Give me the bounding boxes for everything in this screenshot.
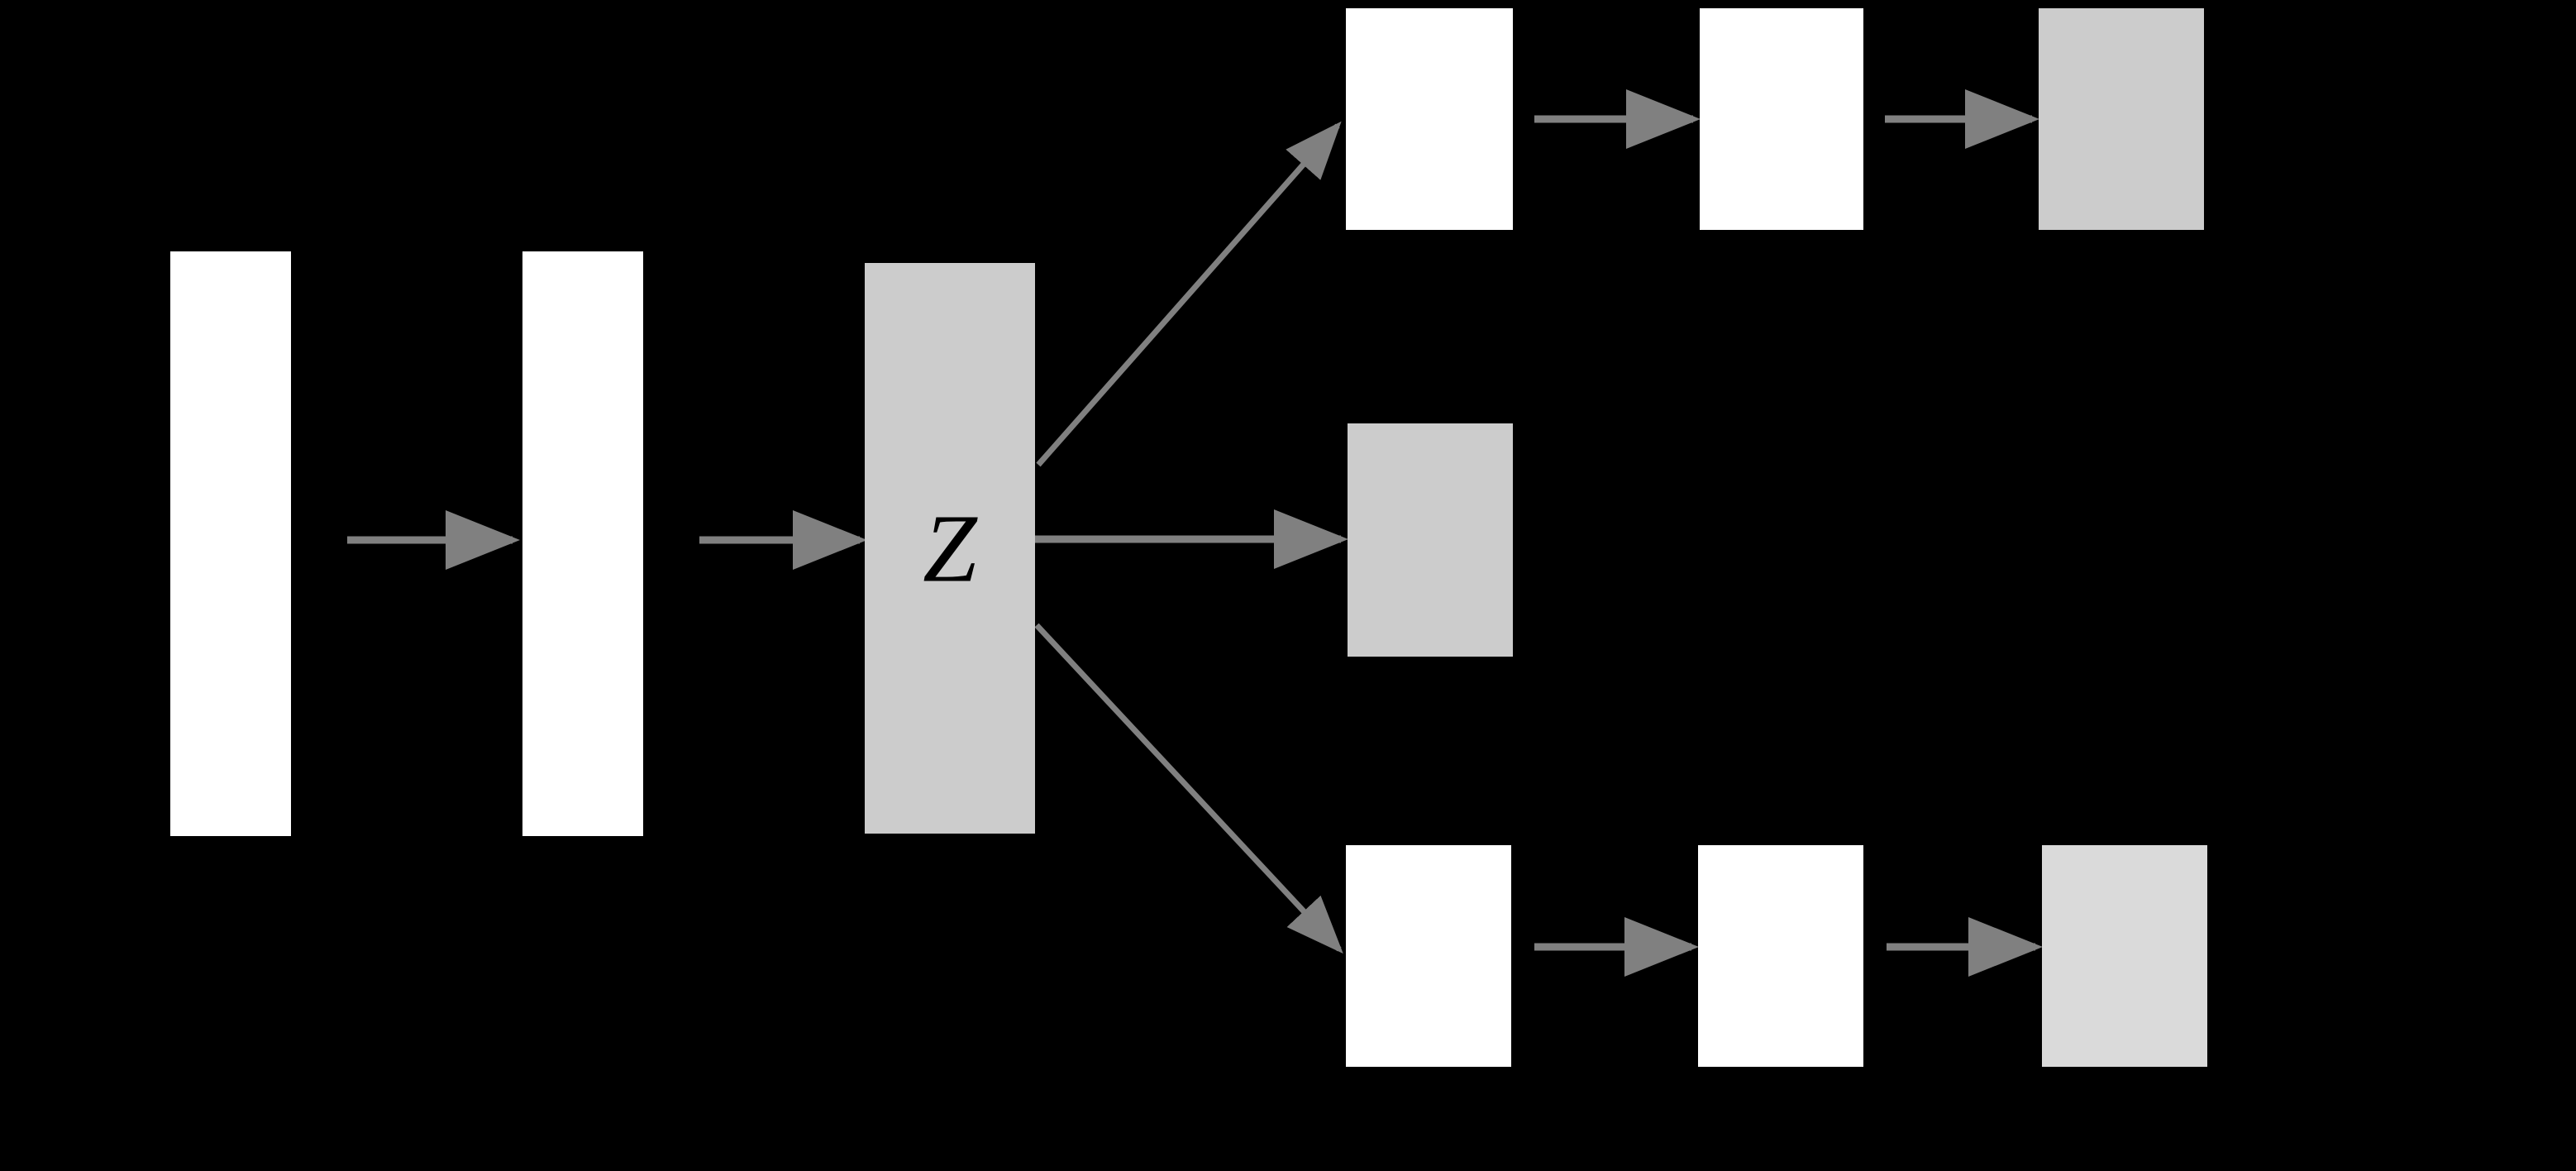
top-block-3[interactable] bbox=[2039, 8, 2204, 230]
bottom-block-1[interactable] bbox=[1346, 845, 1511, 1067]
encoder-block-1[interactable] bbox=[170, 251, 291, 836]
latent-block-z-rect bbox=[865, 263, 1035, 834]
latent-block-z-label: Z bbox=[923, 495, 978, 603]
encoder-stack: Z bbox=[170, 251, 1035, 836]
bottom-branch bbox=[1346, 845, 2207, 1067]
top-block-2[interactable] bbox=[1700, 8, 1863, 230]
arrows-layer bbox=[347, 89, 2043, 977]
middle-block-1[interactable] bbox=[1348, 423, 1513, 657]
bottom-block-3-rect bbox=[2042, 845, 2207, 1067]
middle-block-1-rect bbox=[1348, 423, 1513, 657]
arrow-z-to-bottom-branch bbox=[1034, 623, 1343, 954]
encoder-block-1-rect bbox=[170, 251, 291, 836]
top-block-3-rect bbox=[2039, 8, 2204, 230]
bottom-block-3[interactable] bbox=[2042, 845, 2207, 1067]
top-block-1-rect bbox=[1346, 8, 1513, 230]
top-block-1[interactable] bbox=[1346, 8, 1513, 230]
encoder-block-2[interactable] bbox=[522, 251, 643, 836]
bottom-block-2-rect bbox=[1698, 845, 1863, 1067]
top-branch bbox=[1346, 8, 2204, 230]
nodes-layer: Z bbox=[170, 8, 2207, 1067]
encoder-block-2-rect bbox=[522, 251, 643, 836]
latent-block-z[interactable]: Z bbox=[865, 263, 1035, 834]
middle-branch bbox=[1348, 423, 1513, 657]
bottom-block-1-rect bbox=[1346, 845, 1511, 1067]
arrow-z-to-top-branch bbox=[1036, 121, 1342, 467]
bottom-block-2[interactable] bbox=[1698, 845, 1863, 1067]
top-block-2-rect bbox=[1700, 8, 1863, 230]
